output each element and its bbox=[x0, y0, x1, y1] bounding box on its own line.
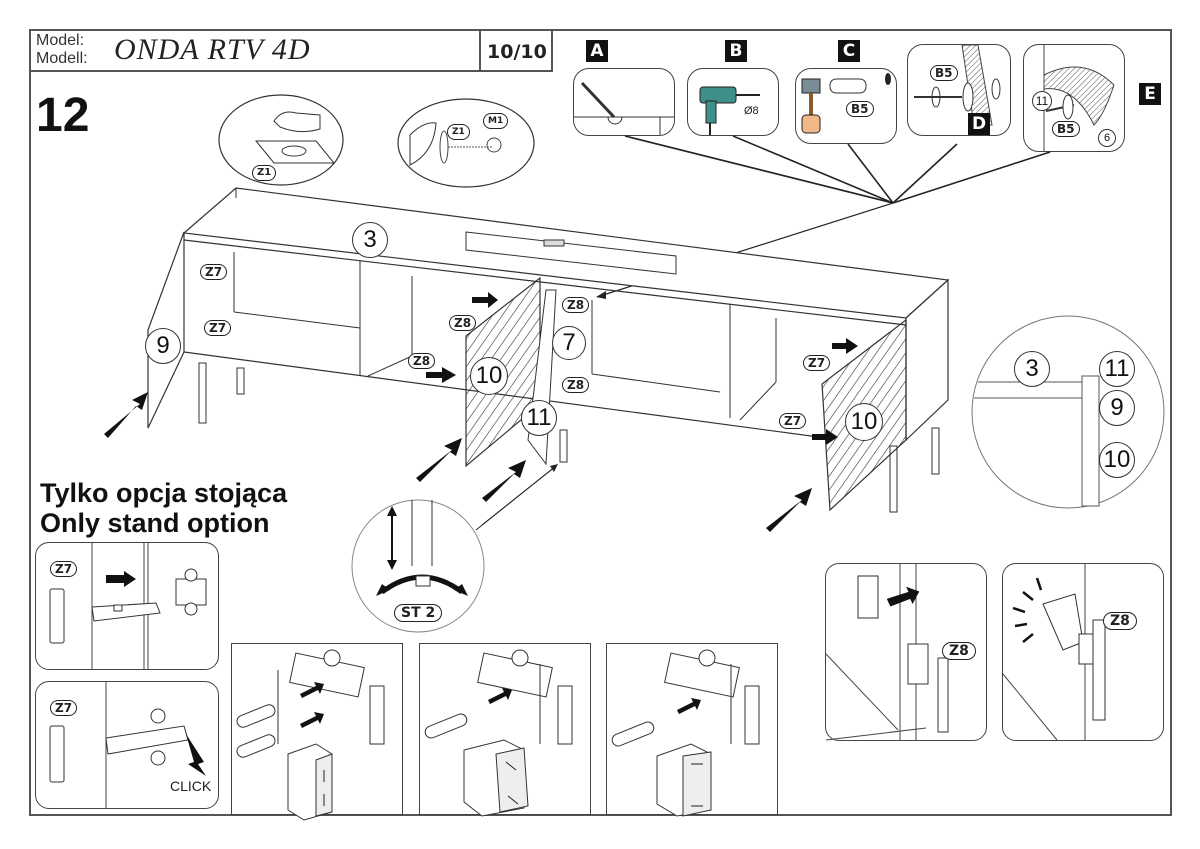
hinge-label-z8-mid-lower: Z8 bbox=[408, 353, 436, 369]
z1-label: Z1 bbox=[252, 165, 277, 181]
adjust-panel-height bbox=[231, 643, 403, 821]
adjust-panel-side bbox=[606, 643, 778, 817]
screwdriver-vertical-adjust-icon bbox=[236, 649, 385, 821]
click-caption: CLICK bbox=[170, 778, 212, 794]
tool-card-b: Ø8 bbox=[687, 68, 779, 136]
detail-part-3: 3 bbox=[1014, 351, 1050, 387]
part-9: 9 bbox=[145, 328, 181, 364]
tool-card-c: B5 bbox=[795, 68, 897, 144]
tool-card-a bbox=[573, 68, 675, 136]
part-10-right: 10 bbox=[845, 403, 883, 441]
step-number: 12 bbox=[36, 89, 90, 142]
screw-washer-icon bbox=[914, 45, 1001, 126]
tool-letter-b: B bbox=[725, 40, 747, 62]
door-bumper-icon bbox=[409, 122, 437, 166]
page-number: 10/10 bbox=[487, 41, 547, 63]
z7-mount-label: Z7 bbox=[50, 561, 78, 577]
pencil-mark-icon bbox=[574, 81, 674, 135]
z7-click-label: Z7 bbox=[50, 700, 78, 716]
hinge-label-z7-right-upper: Z7 bbox=[803, 355, 831, 371]
hinge-label-z7-left-lower: Z7 bbox=[204, 320, 232, 336]
glue-pad-callout bbox=[218, 94, 344, 186]
page-frame bbox=[29, 29, 1172, 816]
part-6-e: 6 bbox=[1098, 129, 1116, 147]
stand-option-heading-en: Only stand option bbox=[40, 508, 270, 538]
z1-bumper-label: Z1 bbox=[447, 124, 470, 140]
model-label: Model: bbox=[36, 32, 85, 49]
hinge-label-z7-left-upper: Z7 bbox=[200, 264, 228, 280]
model-name: ONDA RTV 4D bbox=[114, 33, 311, 66]
part-11-e: 11 bbox=[1032, 91, 1052, 111]
screwdriver-side-adjust-icon bbox=[611, 649, 760, 817]
z8-attach-label: Z8 bbox=[942, 642, 976, 660]
z8-snap-label: Z8 bbox=[1103, 612, 1137, 630]
tool-letter-d: D bbox=[968, 113, 990, 135]
dowel-label: B5 bbox=[846, 101, 874, 117]
hinge-label-z8-mid-upper: Z8 bbox=[449, 315, 477, 331]
z8-hinge-snap-icon bbox=[1002, 564, 1106, 741]
part-11: 11 bbox=[521, 400, 557, 436]
adjust-panel-depth bbox=[419, 643, 591, 817]
hinge-mount-icon bbox=[49, 543, 207, 669]
z8-hinge-attach-icon bbox=[825, 564, 949, 741]
detail-part-11: 11 bbox=[1099, 351, 1135, 387]
tool-letter-e: E bbox=[1139, 83, 1161, 105]
hinge-label-z8-right-lower: Z8 bbox=[562, 377, 590, 393]
screwdriver-depth-adjust-icon bbox=[424, 649, 573, 817]
leg-adjust-detail bbox=[351, 499, 485, 633]
header-box bbox=[29, 29, 553, 72]
tool-card-d: B5 D bbox=[907, 44, 1011, 136]
tool-letter-c: C bbox=[838, 40, 860, 62]
drill-icon bbox=[699, 86, 760, 135]
stand-option-heading-pl: Tylko opcja stojąca bbox=[40, 478, 288, 508]
tool-letter-a: A bbox=[586, 40, 608, 62]
part-3: 3 bbox=[352, 222, 388, 258]
screw-label: B5 bbox=[930, 65, 958, 81]
z8-attach-panel: Z8 bbox=[825, 563, 987, 741]
part-10-mid: 10 bbox=[470, 357, 508, 395]
hinge-label-z8-right-upper: Z8 bbox=[562, 297, 590, 313]
part-7: 7 bbox=[552, 326, 586, 360]
hammer-dowel-icon bbox=[801, 73, 891, 134]
model-label-de: Modell: bbox=[36, 50, 88, 67]
hand-applying-pad-icon bbox=[273, 111, 321, 133]
detail-part-10: 10 bbox=[1099, 442, 1135, 478]
m1-label: M1 bbox=[483, 113, 509, 129]
hinge-click-icon bbox=[49, 682, 206, 808]
st2-label: ST 2 bbox=[394, 604, 443, 622]
z8-snap-panel: Z8 bbox=[1002, 563, 1164, 741]
drill-size: Ø8 bbox=[744, 105, 759, 117]
hinge-mount-panel: Z7 bbox=[35, 542, 219, 670]
tool-card-e: 11 B5 6 bbox=[1023, 44, 1125, 152]
hinge-click-panel: Z7 CLICK bbox=[35, 681, 219, 809]
anchor-label: B5 bbox=[1052, 121, 1080, 137]
detail-part-9: 9 bbox=[1099, 390, 1135, 426]
hinge-label-z7-right-lower: Z7 bbox=[779, 413, 807, 429]
